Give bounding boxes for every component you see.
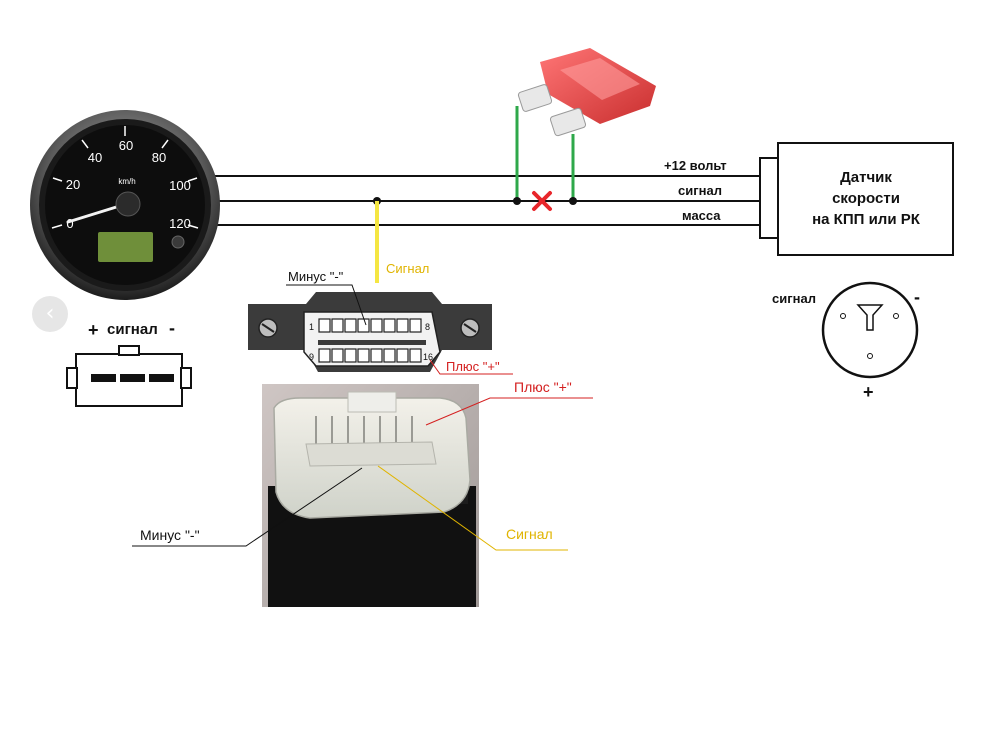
tick-label-100: 100	[169, 178, 191, 193]
gauge-connector-minus: -	[169, 318, 175, 338]
gauge-reset-knob	[171, 235, 185, 249]
gauge-unit-label: km/h	[118, 177, 135, 186]
sensor-title-line3: на КПП или РК	[812, 211, 921, 228]
tick-label-60: 60	[119, 138, 133, 153]
gauge-connector-plus: +	[88, 320, 99, 340]
gauge-connector-signal: сигнал	[107, 321, 158, 338]
photo-minus-label: Минус "-"	[140, 527, 200, 543]
photo-plus-label: Плюс "+"	[514, 379, 572, 395]
obd-minus-leader	[286, 284, 367, 326]
gauge-tick-marks	[51, 126, 199, 229]
obd-plus-leader	[429, 359, 513, 375]
tick-label-20: 20	[66, 177, 80, 192]
wire-break-mark	[532, 191, 552, 211]
fuse	[517, 48, 656, 137]
obd-plus-label: Плюс "+"	[446, 359, 500, 374]
gauge-connector	[66, 345, 192, 407]
tick-label-80: 80	[152, 150, 166, 165]
photo-signal-leader	[377, 465, 568, 551]
sensor-title-line2: скорости	[832, 190, 900, 207]
sensor-pinout	[821, 281, 919, 379]
obd-minus-label: Минус "-"	[288, 269, 344, 284]
tick-label-40: 40	[88, 150, 102, 165]
junction-fuse-right	[569, 197, 577, 205]
obd-plug-photo	[262, 384, 479, 607]
junction-fuse-left	[513, 197, 521, 205]
bus-wires	[215, 175, 760, 226]
obd-pin16-label: 16	[423, 352, 433, 362]
photo-plus-leader	[425, 397, 593, 426]
gauge-tick-labels: 0 20 40 60 80 100 120	[66, 138, 191, 231]
chevron-left-icon: ‹	[45, 301, 55, 326]
gauge-lcd-display	[98, 232, 153, 262]
obd-pin8-label: 8	[425, 322, 430, 332]
previous-image-button[interactable]: ‹	[32, 296, 68, 332]
obd-pin9-label: 9	[309, 352, 314, 362]
wire-label-plus12: +12 вольт	[664, 158, 727, 173]
obd-signal-label: Сигнал	[386, 261, 429, 276]
gauge-needle-hub	[115, 191, 141, 217]
speedometer: 0 20 40 60 80 100 120 km/h	[30, 110, 220, 300]
speed-sensor-box	[759, 142, 954, 256]
wire-label-signal: сигнал	[678, 183, 722, 198]
sensor-pin-signal: сигнал	[772, 291, 816, 306]
obd-connector	[244, 283, 497, 384]
photo-minus-leader	[132, 467, 363, 547]
sensor-title-line1: Датчик	[840, 169, 892, 186]
wire-label-ground: масса	[682, 208, 721, 223]
sensor-pin-minus: -	[914, 287, 920, 307]
tick-label-120: 120	[169, 216, 191, 231]
photo-signal-label: Сигнал	[506, 526, 553, 542]
tick-label-0: 0	[66, 216, 73, 231]
sensor-pin-plus: +	[863, 382, 874, 402]
obd-pin1-label: 1	[309, 322, 314, 332]
